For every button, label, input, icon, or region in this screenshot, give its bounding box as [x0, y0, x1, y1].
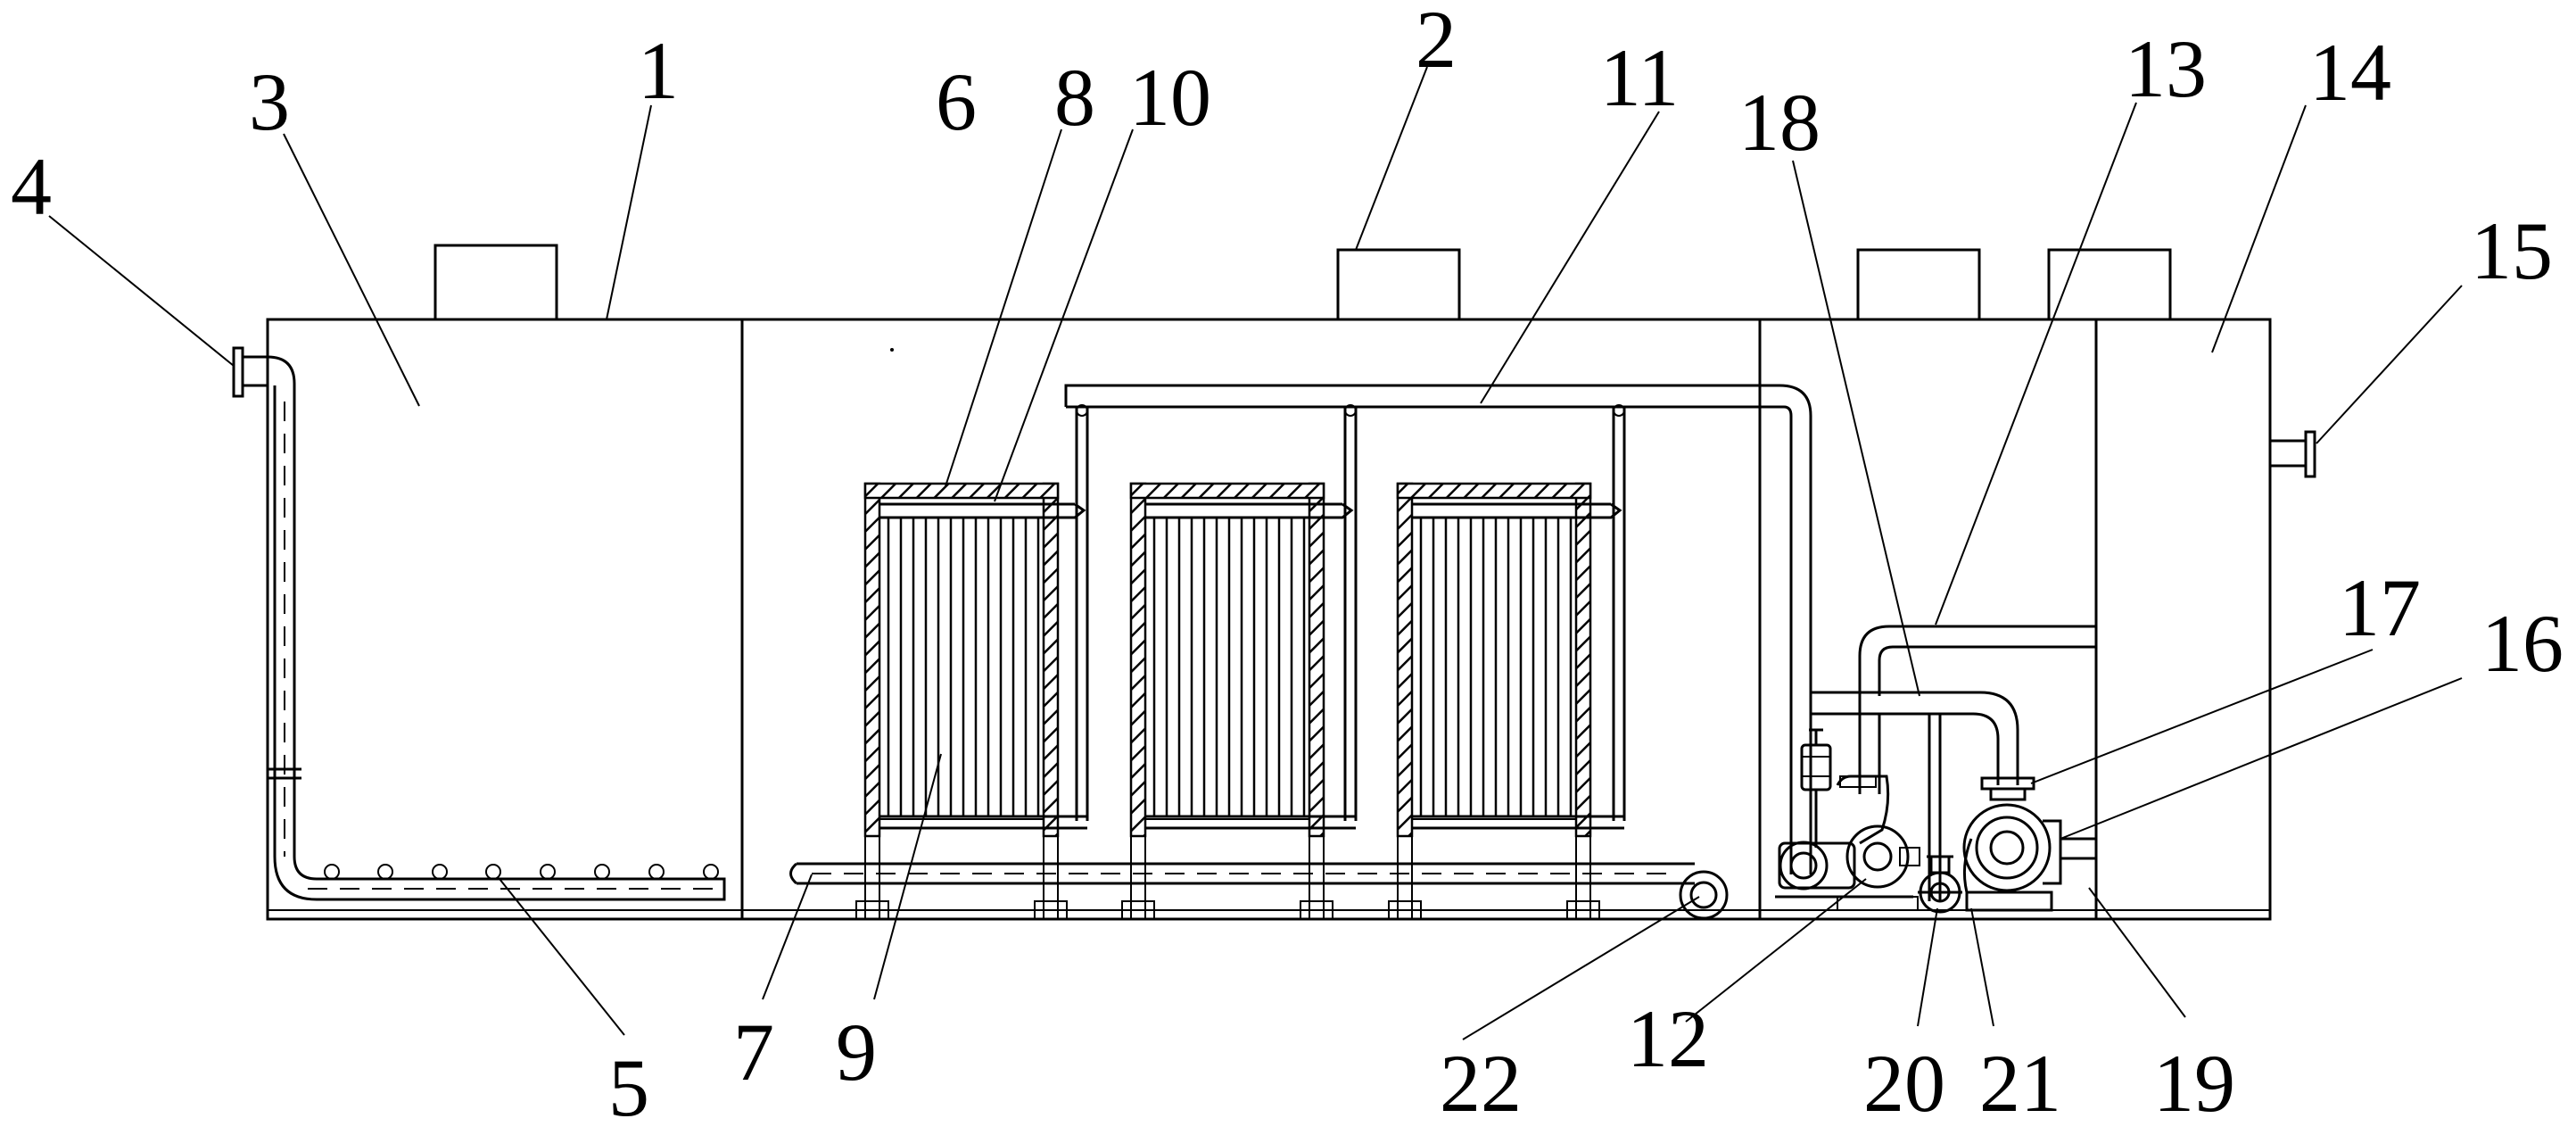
marker-dot [890, 348, 894, 352]
label-19: 19 [2153, 1038, 2235, 1129]
label-20: 20 [1863, 1038, 1945, 1129]
membrane-module-3 [1396, 482, 1624, 920]
label-9: 9 [836, 1007, 877, 1098]
inlet-pipe [232, 346, 726, 901]
label-2: 2 [1416, 0, 1457, 85]
label-16: 16 [2481, 598, 2564, 689]
pump-16 [1962, 776, 2096, 912]
label-5: 5 [608, 1042, 649, 1133]
label-4: 4 [11, 141, 52, 232]
pump-12 [1775, 775, 1920, 911]
label-3: 3 [249, 56, 290, 147]
callout-labels: 1 2 3 4 5 6 7 8 9 10 11 12 13 14 15 16 1… [11, 0, 2564, 1133]
blower-22 [1679, 870, 1729, 920]
outlet-pipe-13 [1858, 625, 2096, 696]
suction-header-pipe [1064, 384, 1812, 874]
pressure-gauge [1800, 728, 1832, 848]
label-17: 17 [2339, 562, 2421, 653]
label-18: 18 [1738, 77, 1821, 168]
label-22: 22 [1440, 1038, 1522, 1129]
outlet-pipe-15 [2270, 430, 2316, 478]
aeration-holes [324, 864, 719, 880]
label-21: 21 [1979, 1038, 2061, 1129]
label-11: 11 [1600, 32, 1680, 123]
label-6: 6 [936, 56, 977, 147]
label-7: 7 [733, 1007, 774, 1098]
label-15: 15 [2471, 205, 2553, 296]
module-feet [855, 900, 1600, 920]
leader-lines [48, 66, 2463, 1040]
label-10: 10 [1129, 52, 1211, 143]
label-14: 14 [2309, 27, 2391, 118]
label-8: 8 [1054, 52, 1095, 143]
membrane-module-1 [863, 482, 1087, 920]
valve-20 [1918, 855, 1962, 914]
top-hatches [433, 244, 2172, 321]
label-13: 13 [2125, 23, 2207, 114]
label-1: 1 [638, 25, 679, 116]
membrane-module-2 [1129, 482, 1356, 920]
air-pipe [789, 862, 1695, 885]
label-12: 12 [1627, 993, 1709, 1084]
